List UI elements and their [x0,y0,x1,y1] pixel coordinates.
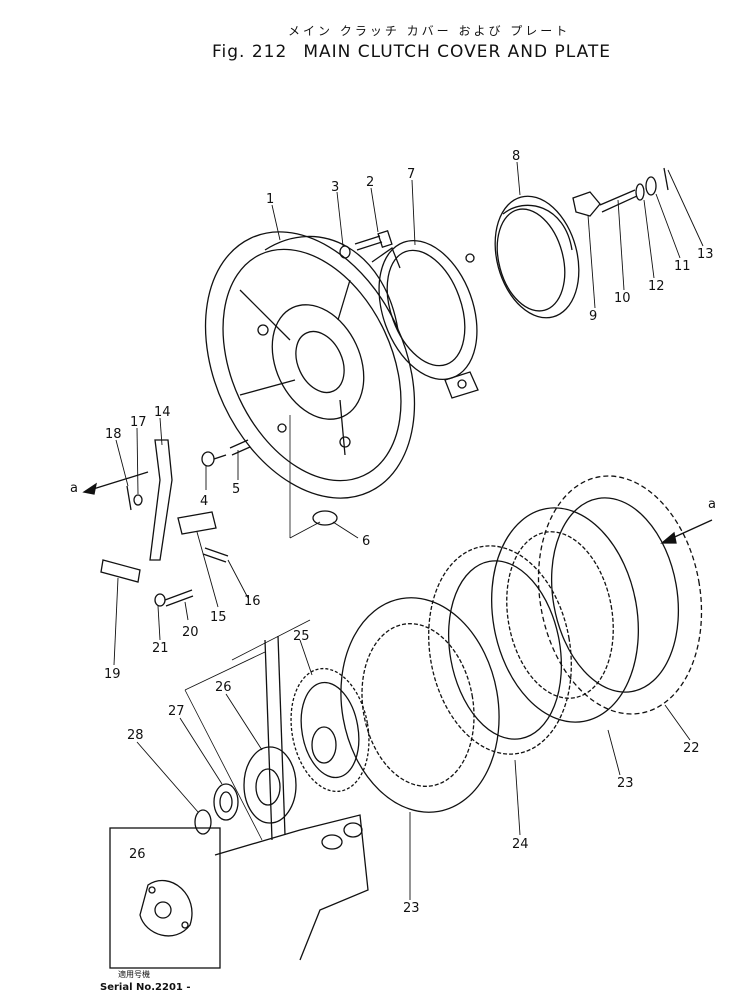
callout-27: 27 [168,704,185,719]
figure-number: Fig. 212 [212,42,288,62]
callout-18: 18 [105,427,122,442]
gear-hub [290,667,370,793]
callout-a-right: a [708,497,716,512]
callout-28: 28 [127,728,144,743]
callout-3: 3 [331,180,339,195]
callout-2: 2 [366,175,374,190]
callout-21: 21 [152,641,169,656]
leader-lines [113,161,704,900]
bearing-assembly [194,746,297,835]
callout-6: 6 [362,534,370,549]
callout-11: 11 [674,259,691,274]
callout-26-inset: 26 [129,847,146,862]
title-japanese: メイン クラッチ カバー および プレート [288,24,571,38]
reference-arrows [82,471,713,544]
separator-plate [428,545,572,755]
figure-title: Fig. 212 MAIN CLUTCH COVER AND PLATE [212,42,611,62]
callout-9: 9 [589,309,597,324]
figure-title-text: MAIN CLUTCH COVER AND PLATE [303,42,612,62]
bracket-and-fasteners [572,167,669,217]
callout-8: 8 [512,149,520,164]
callout-26: 26 [215,680,232,695]
callout-14: 14 [154,405,171,420]
callout-13: 13 [697,247,714,262]
callout-19: 19 [104,667,121,682]
callout-17: 17 [130,415,147,430]
inset-serial-japanese: 適用号機 [118,970,150,979]
callout-a-left: a [70,481,78,496]
clutch-ring [494,195,580,319]
bolt-and-washer [339,229,393,259]
friction-plate-rear [491,507,639,723]
callout-7: 7 [407,167,415,182]
release-housing [371,239,479,399]
friction-plate-front [340,597,500,813]
callout-23-right: 23 [617,776,634,791]
callout-1: 1 [266,192,274,207]
callout-4: 4 [200,494,208,509]
outer-gear-ring [537,475,703,715]
callout-23-left: 23 [403,901,420,916]
callout-25: 25 [293,629,310,644]
callout-numbers: 1 2 3 7 8 9 10 12 11 13 14 17 18 a 4 5 6… [70,149,716,916]
inset-serial-number: Serial No.2201 - [100,982,191,993]
plug [312,510,338,526]
callout-15: 15 [210,610,227,625]
callout-20: 20 [182,625,199,640]
callout-24: 24 [512,837,529,852]
clutch-cover-housing [204,231,416,499]
callout-16: 16 [244,594,261,609]
transmission-case [214,635,369,961]
release-lever-linkage [100,439,229,607]
inset-box [109,827,221,969]
callout-22: 22 [683,741,700,756]
callout-10: 10 [614,291,631,306]
assembly-guide [184,415,321,841]
callout-12: 12 [648,279,665,294]
small-bolts [201,439,251,467]
callout-5: 5 [232,482,240,497]
